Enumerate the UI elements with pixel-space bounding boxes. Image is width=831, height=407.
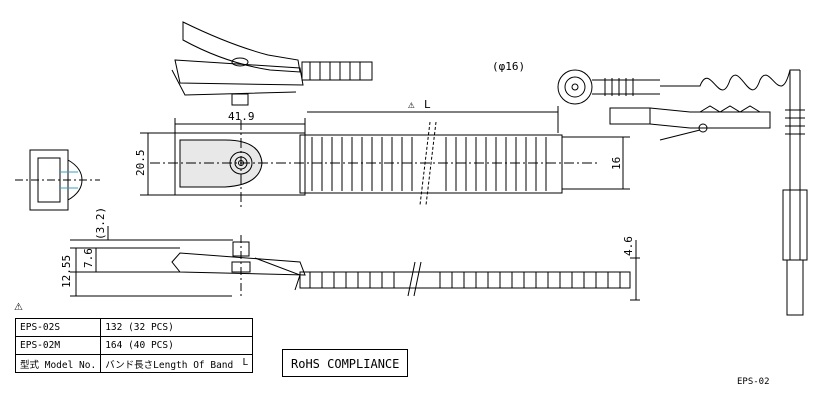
snap-perspective-view (171, 21, 373, 106)
dim-band-thickness: 4.6 (622, 236, 635, 256)
model-table: EPS-02S 132 (32 PCS) EPS-02M 164 (40 PCS… (14, 318, 254, 373)
table-header-row: 型式 Model No. バンド長さLength Of Band L (14, 354, 254, 373)
band-segments (311, 137, 547, 191)
dim-height-total: 12.55 (60, 255, 73, 288)
dim-length-marker: ⚠ (408, 98, 415, 111)
drawing-code: EPS-02 (737, 377, 770, 387)
header-length-label: バンド長さLength Of Band (105, 359, 234, 371)
revision-marker: ⚠ (14, 302, 23, 313)
side-view (171, 235, 631, 298)
length-cell: 164 (40 PCS) (100, 336, 254, 355)
header-unit: L (242, 356, 249, 368)
coil-cord-assembly (557, 69, 808, 316)
length-cell: 132 (32 PCS) (100, 318, 254, 337)
side-dimensions (70, 226, 640, 301)
header-model: 型式 Model No. (14, 354, 102, 373)
plan-view (150, 120, 600, 208)
dim-height-snap: 20.5 (134, 150, 147, 177)
dim-height-cap: 7.6 (82, 248, 95, 268)
dim-band-width: 16 (610, 157, 623, 170)
model-cell: EPS-02M (14, 336, 102, 355)
header-length: バンド長さLength Of Band L (100, 354, 254, 373)
dim-height-top: (3.2) (94, 207, 107, 240)
plan-dimensions (140, 106, 630, 196)
rohs-compliance-box: RoHS COMPLIANCE (282, 349, 408, 377)
table-row: EPS-02S 132 (32 PCS) (14, 318, 254, 337)
model-cell: EPS-02S (14, 318, 102, 337)
dim-length: L (424, 98, 431, 111)
dim-diameter: (φ16) (492, 60, 525, 73)
end-view (15, 149, 100, 211)
table-row: EPS-02M 164 (40 PCS) (14, 336, 254, 355)
dim-width-overall: 41.9 (228, 110, 255, 123)
